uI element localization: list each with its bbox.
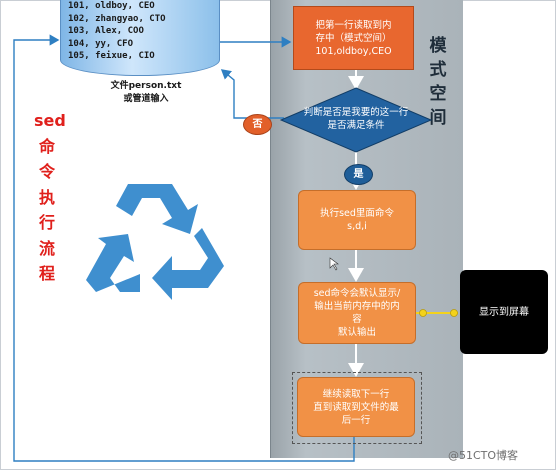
source-file-lines: 101, oldboy, CEO 102, zhangyao, CTO 103,…	[68, 0, 218, 63]
screen-output-box: 显示到屏幕	[460, 270, 548, 354]
decision-text-line: 判断是否是我要的这一行	[303, 107, 409, 118]
side-title-char: 间	[429, 108, 447, 128]
print-text: 容	[352, 314, 362, 325]
file-line: 102, zhangyao, CTO	[68, 13, 166, 24]
file-caption-line: 或管道输入	[123, 94, 169, 104]
execute-command-box: 执行sed里面命令 s,d,i	[298, 190, 416, 250]
source-file-caption: 文件person.txt 或管道输入	[86, 80, 206, 106]
sed-flow-title: sed 命 令 执 行 流 程	[34, 108, 66, 287]
title-char: 命	[38, 136, 55, 156]
side-title-char: 模	[429, 36, 447, 56]
recycle-arrow-right	[152, 228, 224, 300]
side-title-char: 式	[429, 60, 447, 80]
recycle-arrow-top	[116, 184, 198, 234]
decision-diamond	[279, 87, 433, 153]
continue-read-box: 继续读取下一行 直到读取到文件的最 后一行	[297, 377, 415, 437]
print-text: sed命令会默认显示/	[313, 288, 401, 299]
default-print-box: sed命令会默认显示/ 输出当前内存中的内 容 默认输出	[298, 282, 416, 344]
read-line-text: 存中（模式空间）	[315, 32, 392, 44]
no-branch-arrow	[220, 69, 284, 119]
continue-text: 直到读取到文件的最	[313, 401, 399, 413]
continue-text: 后一行	[341, 414, 371, 426]
read-line-text: 101,oldboy,CEO	[315, 45, 392, 57]
side-title-char: 空	[429, 84, 447, 104]
file-line: 105, feixue, CIO	[68, 51, 155, 62]
title-char: 行	[38, 213, 55, 232]
title-char: 程	[38, 264, 55, 283]
continue-text: 继续读取下一行	[322, 388, 390, 400]
file-line: 103, Alex, COO	[68, 26, 144, 37]
selection-outline	[292, 372, 422, 444]
execute-text: 执行sed里面命令	[320, 208, 394, 219]
decision-text-line: 是否满足条件	[327, 120, 385, 131]
title-char: 令	[38, 162, 55, 181]
title-char: 流	[38, 238, 55, 258]
print-text: 输出当前内存中的内	[314, 301, 400, 312]
recycle-arrow-left	[86, 234, 140, 292]
title-char: sed	[34, 111, 66, 130]
source-file-cylinder	[60, 0, 220, 76]
connector-dot	[450, 309, 458, 317]
recycle-icon	[86, 184, 224, 300]
read-line-box: 把第一行读取到内 存中（模式空间） 101,oldboy,CEO	[293, 6, 414, 70]
no-label: 否	[243, 114, 272, 135]
watermark: @51CTO博客	[448, 449, 519, 462]
decision-text: 判断是否是我要的这一行 是否满足条件	[281, 106, 431, 132]
file-line: 101, oldboy, CEO	[68, 1, 155, 11]
pattern-space-title: 模 式 空 间	[426, 34, 450, 130]
file-line: 104, yy, CFO	[68, 38, 134, 49]
file-caption-line: 文件person.txt	[110, 81, 182, 91]
cursor-icon	[329, 257, 339, 271]
screen-output-label: 显示到屏幕	[479, 306, 529, 318]
title-char: 执	[38, 187, 55, 207]
loop-arrow	[13, 34, 355, 462]
read-line-text: 把第一行读取到内	[315, 19, 392, 31]
execute-text: s,d,i	[347, 221, 367, 232]
print-text: 默认输出	[337, 327, 376, 338]
yes-label: 是	[344, 164, 373, 185]
connector-dot	[419, 309, 427, 317]
